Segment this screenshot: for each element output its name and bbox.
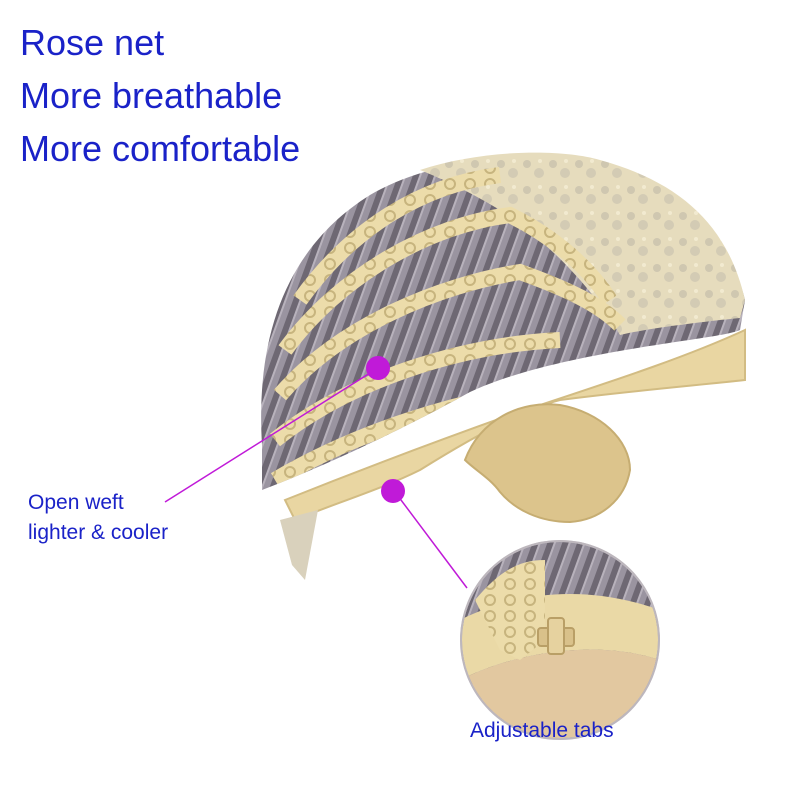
lighter-cooler-label: lighter & cooler [28,521,169,544]
nape-flap [280,510,318,580]
wig-cap-dome [261,152,745,490]
open-weft-callout: Open weft lighter & cooler [28,488,168,548]
headline: Rose net More breathable More comfortabl… [20,16,300,175]
weft-leader-line [164,367,379,503]
tabs-leader-line [394,491,468,589]
headline-line-breathable: More breathable [20,75,283,116]
open-weft-label: Open weft [28,491,124,514]
ear-tab [463,403,632,524]
rose-net-lace [420,152,745,335]
wig-cap-band [283,328,746,522]
weft-marker [366,356,390,380]
tabs-marker [381,479,405,503]
headline-line-comfortable: More comfortable [20,128,301,169]
headline-line-rose-net: Rose net [20,22,165,63]
adjustable-tabs-inset [460,540,660,740]
adjustable-tabs-label: Adjustable tabs [470,719,614,742]
